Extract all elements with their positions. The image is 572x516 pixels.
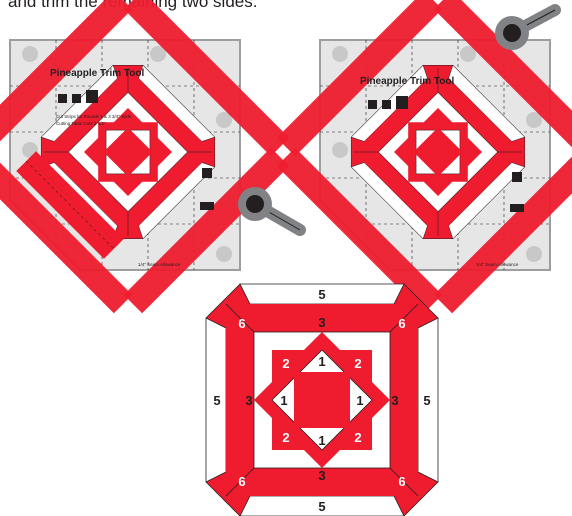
left-ruler-line1: Cut Strips for Rounds 1 & 3 3/4" Wide [56, 114, 132, 119]
label-6-bottom-right: 6 [398, 474, 405, 489]
pineapple-block: 6 6 6 6 5 5 5 5 4 4 4 4 3 3 3 3 2 2 2 2 … [206, 284, 438, 516]
label-4-bottom-right: 4 [375, 453, 383, 468]
label-3-left: 3 [245, 393, 252, 408]
left-ruler-seam: 1/4" Seam Allowance [138, 262, 181, 267]
label-5-top: 5 [318, 287, 325, 302]
label-1-left: 1 [280, 393, 287, 408]
label-3-right: 3 [391, 393, 398, 408]
label-3-top: 3 [318, 315, 325, 330]
label-1-top: 1 [318, 354, 325, 369]
label-2-bottom-left: 2 [282, 430, 289, 445]
right-ruler-title: Pineapple Trim Tool [360, 76, 454, 87]
left-rotary-cutter-icon [238, 187, 300, 230]
label-2-bottom-right: 2 [354, 430, 361, 445]
label-3-bottom: 3 [318, 468, 325, 483]
label-4-bottom-left: 4 [261, 453, 269, 468]
label-1-right: 1 [356, 393, 363, 408]
label-5-right: 5 [423, 393, 430, 408]
label-1-bottom: 1 [318, 433, 325, 448]
right-ruler-seam: 1/4" Seam Allowance [476, 262, 519, 267]
right-ruler-illustration: Pineapple Trim Tool 1/4" Seam Allowance [263, 0, 572, 327]
label-5-left: 5 [213, 393, 220, 408]
label-5-bottom: 5 [318, 499, 325, 514]
left-ruler-title: Pineapple Trim Tool [50, 68, 144, 79]
label-2-top-right: 2 [354, 356, 361, 371]
label-2-top-left: 2 [282, 356, 289, 371]
label-6-bottom-left: 6 [238, 474, 245, 489]
label-6-top-left: 6 [238, 316, 245, 331]
left-ruler-line2: Cutting Table Cuts 2 1/2" [56, 121, 106, 126]
label-4-top-left: 4 [261, 337, 269, 352]
label-6-top-right: 6 [398, 316, 405, 331]
label-4-top-right: 4 [375, 337, 383, 352]
